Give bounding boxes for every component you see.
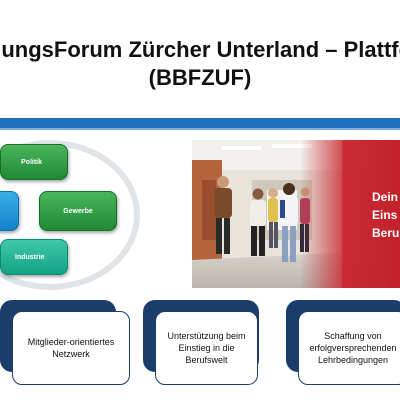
photo-overlay-line3: Beru bbox=[372, 226, 400, 240]
slide-title-line1: BildungsForum Zürcher Unterland – Plattf… bbox=[0, 37, 400, 62]
diagram-cycle-ring bbox=[0, 140, 140, 290]
accent-band-highlight bbox=[0, 128, 400, 130]
diagram-box-politik-label: Politik bbox=[21, 158, 43, 166]
diagram-box-blue bbox=[0, 191, 19, 231]
students-hallway-photo bbox=[192, 140, 400, 288]
photo-overlay-text: Dein Eins Beru bbox=[372, 188, 400, 242]
feature-card-network: Mitglieder-orientiertes Netzwerk bbox=[12, 311, 130, 385]
feature-card-conditions: Schaffung von erfolgversprechenden Lehrb… bbox=[298, 311, 400, 385]
feature-card-support: Unterstützung beim Einstieg in die Beruf… bbox=[155, 311, 258, 385]
photo-overlay-line2: Eins bbox=[372, 208, 398, 222]
diagram-box-gewerbe-label: Gewerbe bbox=[63, 207, 93, 215]
diagram-box-politik: Politik bbox=[0, 144, 68, 180]
diagram-box-gewerbe: Gewerbe bbox=[39, 191, 117, 231]
feature-card-network-label: Mitglieder-orientiertes Netzwerk bbox=[27, 337, 115, 359]
feature-card-support-label: Unterstützung beim Einstieg in die Beruf… bbox=[167, 331, 246, 365]
slide-title-line2: (BBFZUF) bbox=[148, 65, 252, 90]
students-hallway-illustration bbox=[192, 140, 400, 288]
accent-band bbox=[0, 118, 400, 128]
diagram-box-industrie-label: Industrie bbox=[15, 253, 45, 261]
diagram-box-industrie: Industrie bbox=[0, 239, 68, 275]
feature-card-conditions-label: Schaffung von erfolgversprechenden Lehrb… bbox=[309, 331, 397, 365]
photo-overlay-line1: Dein bbox=[372, 190, 399, 204]
